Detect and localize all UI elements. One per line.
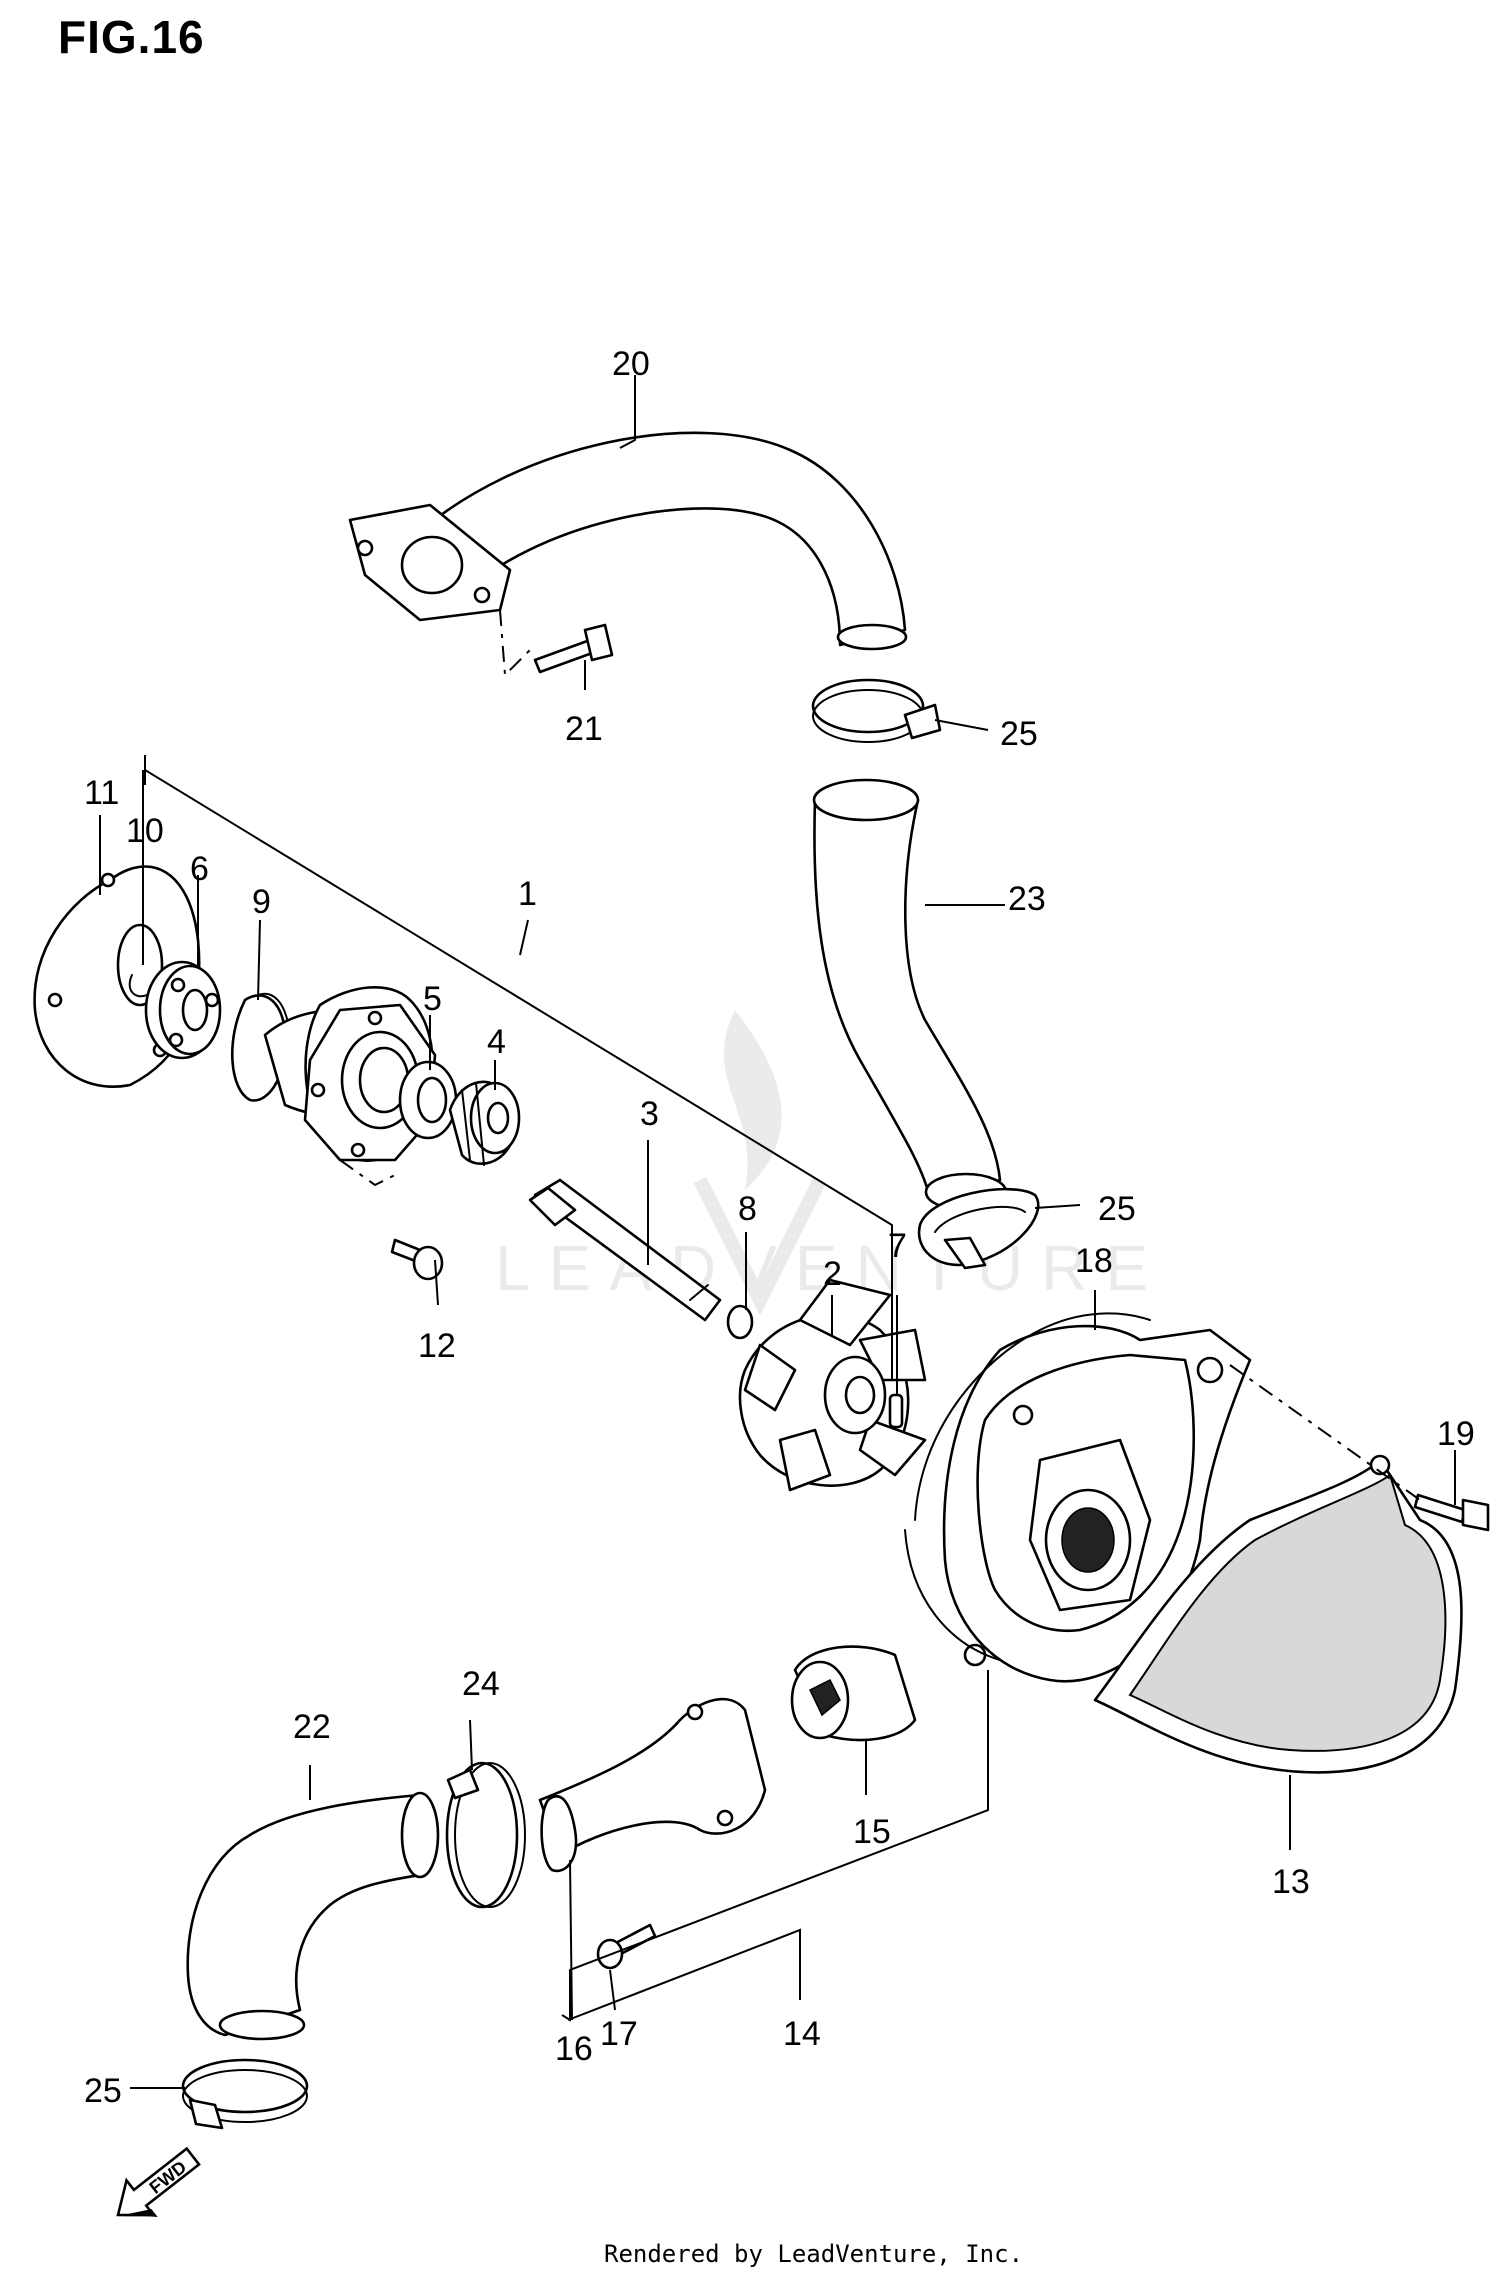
part-6-bearing <box>144 960 222 1060</box>
part-21-bolt <box>499 609 614 678</box>
part-13-shield <box>1093 1454 1463 1774</box>
callout-3: 3 <box>640 1095 659 1133</box>
callout-4: 4 <box>487 1023 506 1061</box>
part-2-impeller <box>738 1278 927 1492</box>
callout-17: 17 <box>600 2015 638 2053</box>
callout-11: 11 <box>84 774 119 812</box>
callout-16: 16 <box>555 2030 593 2068</box>
part-17-screw <box>596 1923 657 1970</box>
callout-19: 19 <box>1437 1415 1475 1453</box>
callout-25-top: 25 <box>1000 715 1038 753</box>
part-14-outlet <box>538 1697 767 1873</box>
part-20-pipe <box>348 431 908 651</box>
pump-housing <box>263 985 437 1162</box>
callout-23: 23 <box>1008 880 1046 918</box>
callout-24: 24 <box>462 1665 500 1703</box>
part-9-seal <box>230 992 291 1102</box>
part-23-hose <box>812 778 1008 1212</box>
footer-credit: Rendered by LeadVenture, Inc. <box>604 2240 1024 2268</box>
callout-22: 22 <box>293 1708 331 1746</box>
part-24-clamp <box>445 1761 526 1909</box>
part-19-alignment-line <box>1229 1364 1421 1501</box>
part-5-seal <box>398 1060 458 1140</box>
callout-25-mid: 25 <box>1098 1190 1136 1228</box>
callout-5: 5 <box>423 980 442 1018</box>
part-7-pin <box>888 1393 904 1429</box>
part-15-thermostat <box>790 1645 917 1742</box>
callout-14: 14 <box>783 2015 821 2053</box>
callout-8: 8 <box>738 1190 757 1228</box>
callout-10: 10 <box>126 812 164 850</box>
part-19-bolt <box>1413 1493 1490 1532</box>
callout-21: 21 <box>565 710 603 748</box>
callout-13: 13 <box>1272 1863 1310 1901</box>
part-22-elbow <box>186 1791 440 2041</box>
part-12-screw <box>339 1159 444 1281</box>
part-4-mech-seal <box>448 1080 521 1166</box>
callout-15: 15 <box>853 1813 891 1851</box>
part-25-clamp-top <box>811 678 942 743</box>
callout-18: 18 <box>1075 1242 1113 1280</box>
part-3-shaft <box>528 1178 722 1322</box>
callout-labels: 20 21 25 23 25 11 10 6 9 1 5 4 3 8 2 7 1… <box>84 345 1475 2110</box>
part-8-ring <box>726 1304 754 1340</box>
part-25-clamp-bottom <box>181 2058 309 2130</box>
callout-9: 9 <box>252 883 271 921</box>
callout-6: 6 <box>190 850 209 888</box>
part-25-clamp-mid <box>917 1187 1040 1270</box>
callout-20: 20 <box>612 345 650 383</box>
callout-1: 1 <box>518 875 537 913</box>
callout-12: 12 <box>418 1327 456 1365</box>
leader-lines <box>99 375 1456 2089</box>
callout-7: 7 <box>888 1227 907 1265</box>
callout-2: 2 <box>823 1255 842 1293</box>
part-10-circlip <box>128 974 148 998</box>
figure-title: FIG.16 <box>58 11 205 63</box>
forward-arrow-icon: FWD <box>116 2146 201 2218</box>
callout-25-bottom: 25 <box>84 2072 122 2110</box>
